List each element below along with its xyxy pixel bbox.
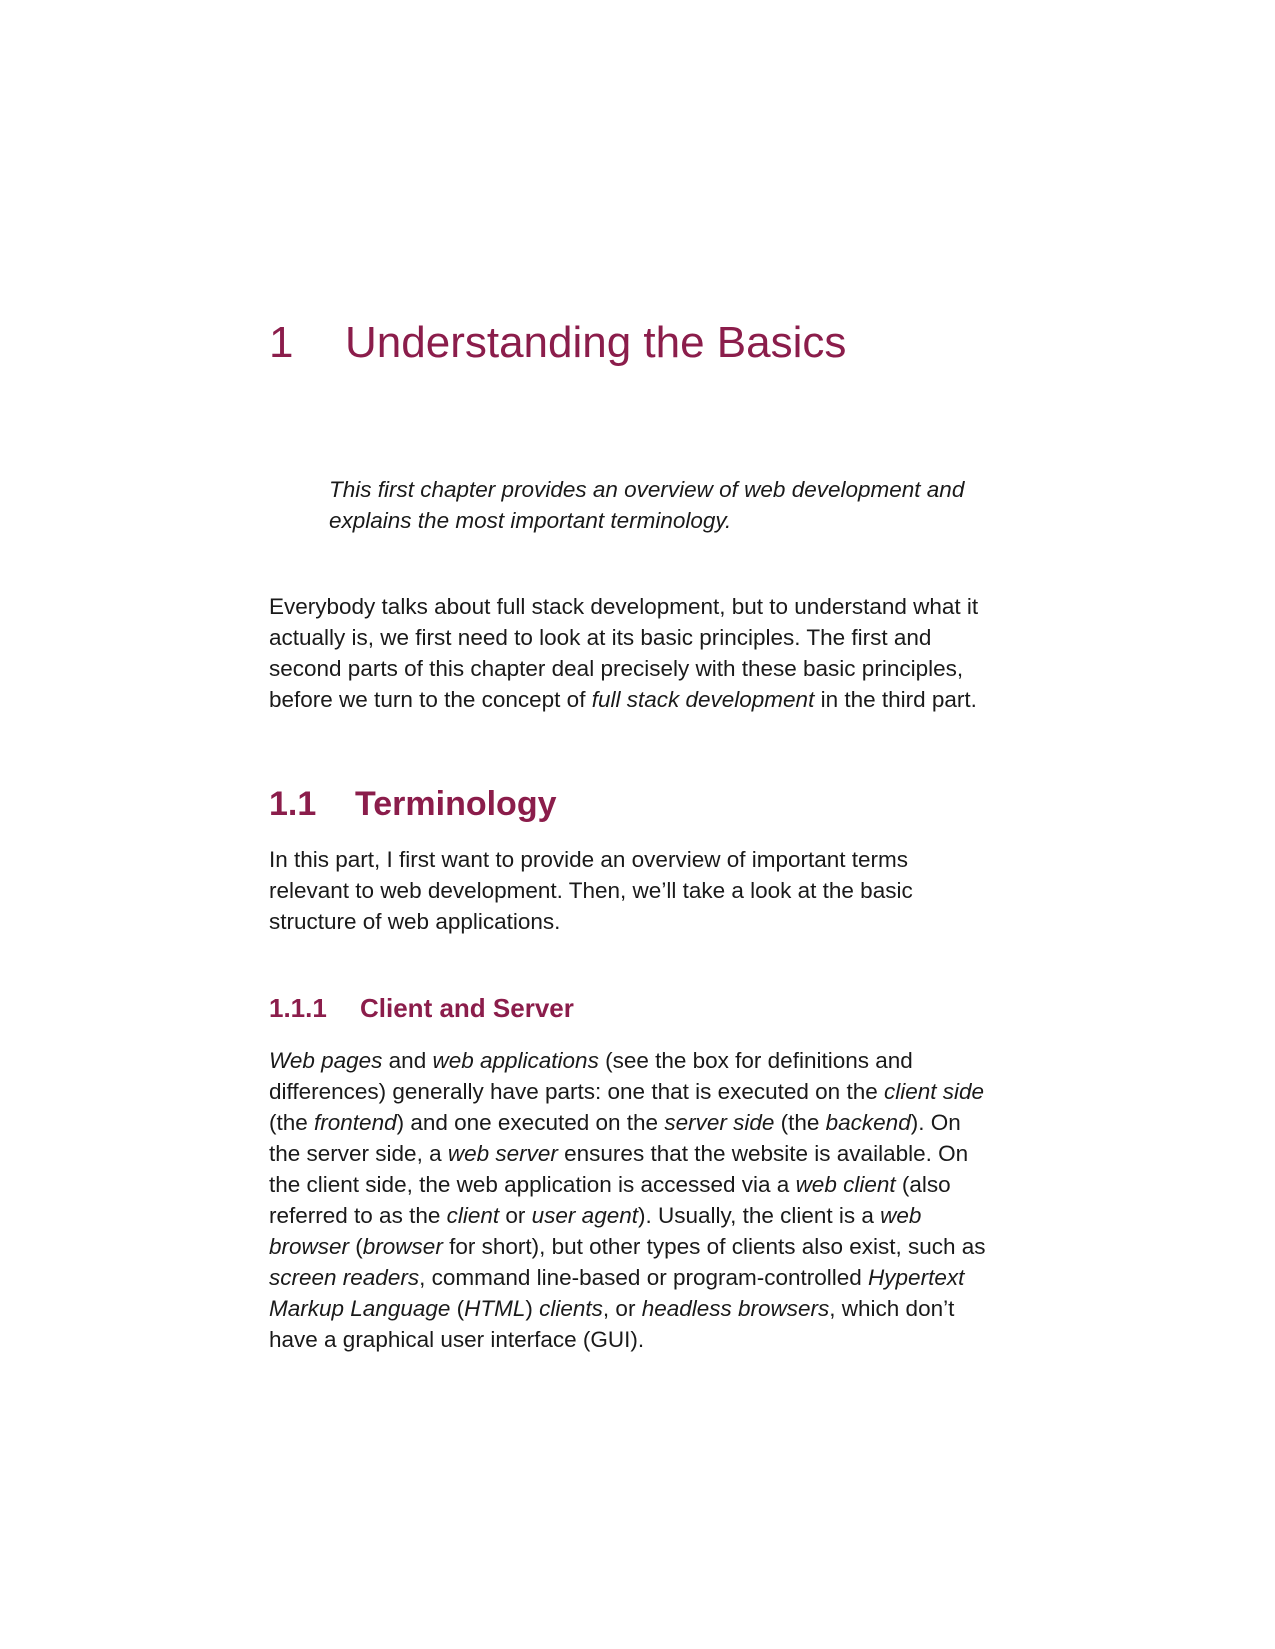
paragraph-line: have a graphical user interface (GUI).: [269, 1327, 645, 1352]
paragraph-line: relevant to web development. Then, we’ll…: [269, 878, 913, 903]
paragraph-line: referred to as the client or user agent)…: [269, 1203, 922, 1228]
paragraph-line: Markup Language (HTML) clients, or headl…: [269, 1296, 955, 1321]
paragraph-line: Everybody talks about full stack develop…: [269, 594, 979, 619]
paragraph-line: (the frontend) and one executed on the s…: [269, 1110, 961, 1135]
subsection-heading: 1.1.1 Client and Server: [269, 992, 574, 1024]
paragraph-client-server: Web pages and web applications (see the …: [269, 1045, 986, 1355]
chapter-title-text: Understanding the Basics: [345, 318, 847, 367]
section-heading: 1.1 Terminology: [269, 784, 557, 824]
paragraph-line: actually is, we first need to look at it…: [269, 625, 932, 650]
paragraph-line: before we turn to the concept of full st…: [269, 687, 977, 712]
paragraph-overview: Everybody talks about full stack develop…: [269, 591, 978, 715]
paragraph-line: differences) generally have parts: one t…: [269, 1079, 985, 1104]
paragraph-line: structure of web applications.: [269, 909, 561, 934]
emphasis: full stack development: [591, 687, 815, 712]
chapter-title: 1 Understanding the Basics: [269, 316, 846, 370]
paragraph-line: Web pages and web applications (see the …: [269, 1048, 913, 1073]
paragraph-line: browser (browser for short), but other t…: [269, 1234, 986, 1259]
paragraph-line: second parts of this chapter deal precis…: [269, 656, 964, 681]
subsection-number: 1.1.1: [269, 993, 327, 1023]
paragraph-line: screen readers, command line-based or pr…: [269, 1265, 965, 1290]
section-number: 1.1: [269, 785, 317, 823]
paragraph-line: In this part, I first want to provide an…: [269, 847, 909, 872]
subsection-title-text: Client and Server: [360, 993, 574, 1023]
paragraph-terminology: In this part, I first want to provide an…: [269, 844, 913, 937]
chapter-number: 1: [269, 318, 294, 367]
chapter-intro: This first chapter provides an overview …: [329, 477, 965, 533]
paragraph-line: the server side, a web server ensures th…: [269, 1141, 969, 1166]
section-title-text: Terminology: [355, 785, 557, 823]
paragraph-line: the client side, the web application is …: [269, 1172, 951, 1197]
